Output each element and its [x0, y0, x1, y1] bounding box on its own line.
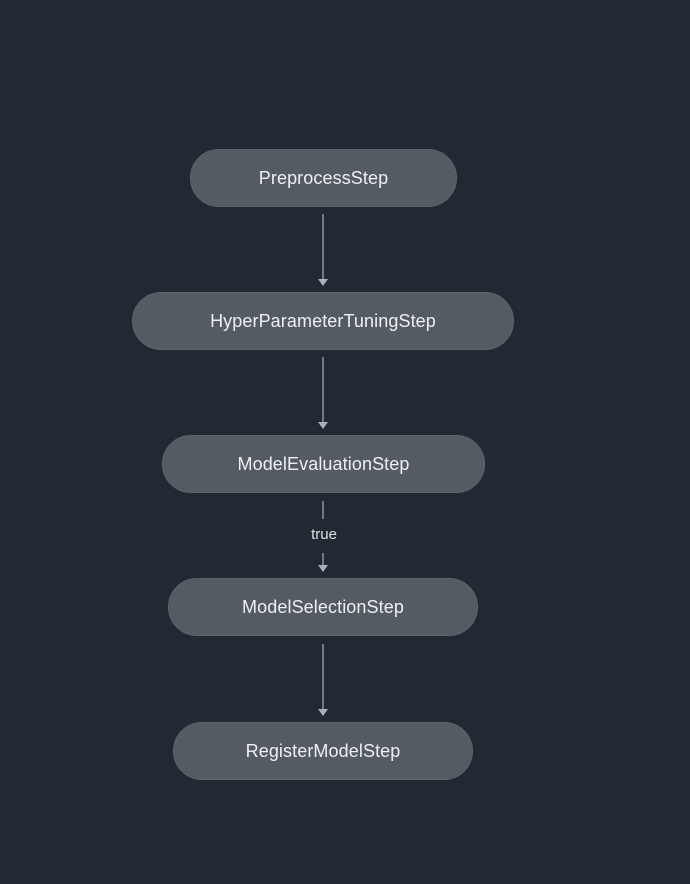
edge-preprocess-to-hpo	[318, 214, 328, 286]
node-register-model-step[interactable]: RegisterModelStep	[173, 722, 473, 780]
node-label: PreprocessStep	[258, 167, 389, 188]
node-label: HyperParameterTuningStep	[210, 310, 436, 331]
node-label: RegisterModelStep	[245, 740, 401, 761]
node-model-evaluation-step[interactable]: ModelEvaluationStep	[162, 435, 485, 493]
node-label: ModelSelectionStep	[242, 596, 404, 617]
edge-selection-to-register	[318, 644, 328, 716]
node-hyperparameter-tuning-step[interactable]: HyperParameterTuningStep	[132, 292, 514, 350]
node-model-selection-step[interactable]: ModelSelectionStep	[168, 578, 478, 636]
edge-condition-label: true	[311, 526, 337, 543]
node-preprocess-step[interactable]: PreprocessStep	[190, 149, 457, 207]
node-label: ModelEvaluationStep	[237, 453, 410, 474]
edge-hpo-to-evaluation	[318, 357, 328, 429]
edge-evaluation-to-selection	[318, 501, 328, 572]
